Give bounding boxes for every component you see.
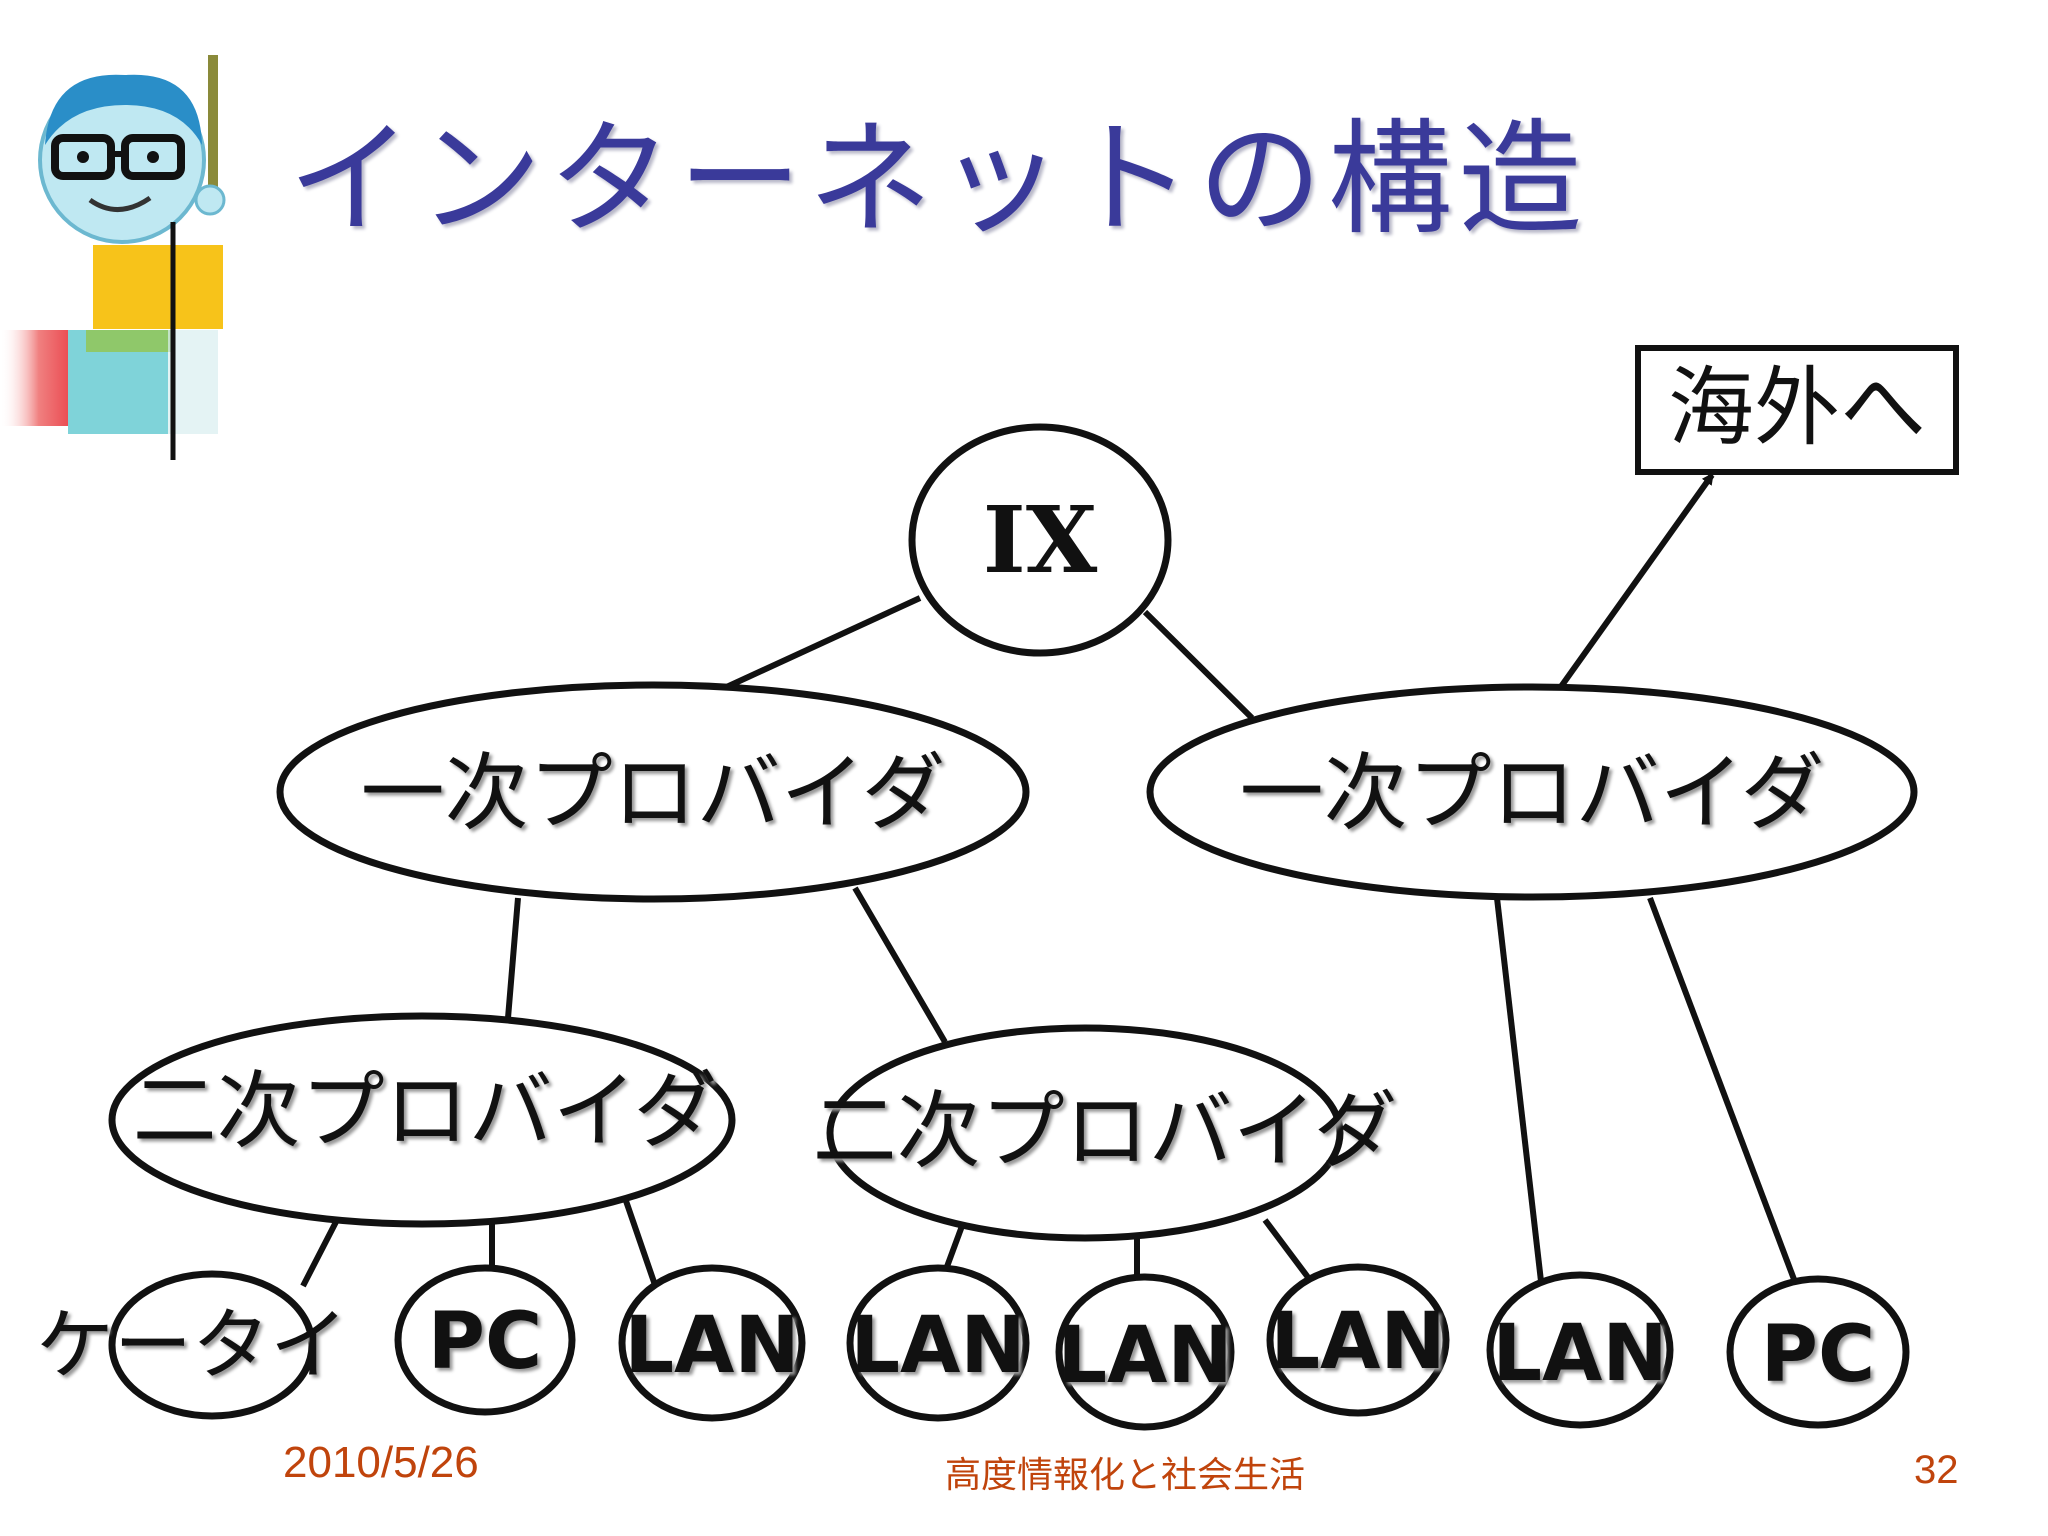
leaf-node-lan: LAN (618, 1264, 806, 1422)
leaf-label: PC (1761, 1310, 1875, 1400)
slide-title: インターネットの構造 (288, 108, 1589, 252)
leaf-label: LAN (1492, 1309, 1667, 1399)
overseas-label: 海外へ (1668, 358, 1926, 458)
leaf-node-lan: LAN (1266, 1263, 1450, 1417)
secondary-provider-left-label: 二次プロバイダ (133, 1062, 718, 1160)
ix-label: IX (983, 486, 1098, 594)
leaf-label: LAN (624, 1301, 799, 1391)
leaf-label: LAN (1057, 1311, 1232, 1401)
leaf-node-lan: LAN (1055, 1273, 1235, 1431)
primary-provider-left-label: 一次プロバイダ (361, 744, 946, 842)
secondary-provider-right: 二次プロバイダ (813, 1024, 1398, 1242)
leaf-node-lan: LAN (1486, 1271, 1674, 1429)
footer-course-title: 高度情報化と社会生活 (945, 1455, 1306, 1496)
leaf-label: LAN (1270, 1297, 1445, 1387)
connector-lines (300, 472, 1798, 1291)
primary-provider-right: 一次プロバイダ (1146, 683, 1918, 901)
overseas-arrow (1557, 472, 1715, 690)
page-number: 32 (1914, 1448, 1959, 1492)
leaf-node-lan: LAN (846, 1264, 1030, 1422)
secondary-provider-left: 二次プロバイダ (108, 1012, 736, 1228)
leaf-node-keitai: ケータイ (36, 1270, 348, 1420)
secondary-provider-right-label: 二次プロバイダ (813, 1082, 1398, 1180)
leaf-label: LAN (850, 1301, 1025, 1391)
footer-date: 2010/5/26 (283, 1438, 479, 1487)
primary-provider-left: 一次プロバイダ (276, 681, 1030, 903)
primary-provider-right-label: 一次プロバイダ (1240, 744, 1825, 842)
corner-decoration (0, 222, 1990, 460)
teacher-mascot-icon (38, 55, 226, 244)
leaf-label: PC (428, 1297, 542, 1387)
leaf-label: ケータイ (36, 1301, 348, 1391)
leaf-node-pc: PC (1726, 1275, 1910, 1429)
leaf-node-pc: PC (394, 1264, 576, 1416)
leaf-nodes: ケータイ PC LAN LAN LAN LAN (36, 1263, 1910, 1431)
ix-node: IX (908, 423, 1172, 657)
overseas-node: 海外へ (1635, 345, 1959, 475)
